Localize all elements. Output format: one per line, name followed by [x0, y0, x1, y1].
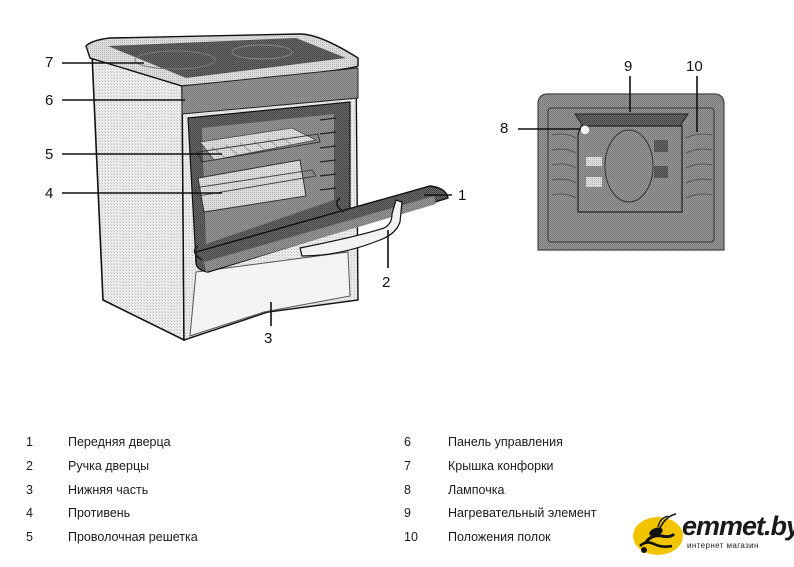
legend-item: 4 Противень — [26, 502, 198, 526]
control-panel — [181, 67, 359, 115]
legend-label: Положения полок — [448, 530, 551, 545]
callout-6: 6 — [45, 92, 54, 109]
legend-item: 9 Нагревательный элемент — [404, 502, 596, 526]
legend-label: Противень — [68, 506, 131, 521]
heating-element — [574, 113, 689, 127]
door-handle — [299, 199, 403, 257]
appliance-illustration — [62, 33, 725, 342]
legend-label: Нагревательный элемент — [448, 506, 597, 521]
legend-label: Лампочка — [448, 482, 505, 497]
oven-cavity-view — [537, 93, 725, 251]
legend-number: 7 — [404, 458, 411, 473]
callout-2: 2 — [382, 274, 391, 291]
legend-item: 8 Лампочка — [404, 479, 596, 503]
legend-number: 8 — [404, 482, 411, 497]
legend-item: 3 Нижняя часть — [26, 479, 198, 503]
hob-ring — [231, 44, 293, 60]
legend-number: 6 — [404, 435, 411, 449]
legend-item: 1 Передняя дверца — [26, 431, 198, 455]
legend-item: 2 Ручка дверцы — [26, 455, 198, 479]
shelf-runners — [319, 117, 337, 191]
legend-number: 4 — [26, 506, 33, 521]
fan-cover — [604, 129, 654, 203]
callout-9: 9 — [624, 58, 633, 75]
shelf-position-runners — [551, 133, 713, 199]
legend-label: Ручка дверцы — [68, 458, 150, 473]
hob-ring — [134, 50, 216, 70]
bee-mascot-icon — [633, 513, 683, 555]
legend-number: 10 — [404, 530, 418, 545]
callout-7: 7 — [45, 54, 54, 71]
wire-rack — [197, 127, 321, 163]
legend-right: 6 Панель управления 7 Крышка конфорки 8 Лам… — [404, 431, 596, 550]
diagram-stage: 7 6 5 4 1 2 3 8 9 10 — [45, 33, 725, 347]
legend-number: 3 — [26, 482, 33, 497]
side-panel — [91, 52, 185, 342]
emmet-logo-watermark: emmet.by интернет магазин — [632, 510, 794, 558]
legend-label: Передняя дверца — [68, 435, 171, 449]
callout-5: 5 — [45, 146, 54, 163]
callout-3: 3 — [264, 330, 273, 347]
legend-item: 6 Панель управления — [404, 431, 596, 455]
baking-tray — [193, 159, 317, 213]
legend-label: Крышка конфорки — [448, 458, 554, 473]
leader-lines — [62, 62, 698, 326]
legend-label: Проволочная решетка — [68, 530, 198, 545]
open-door — [193, 185, 449, 273]
legend-label: Нижняя часть — [68, 482, 149, 497]
legend-number: 9 — [404, 506, 411, 521]
vent-slot — [586, 157, 602, 166]
legend-left: 1 Передняя дверца 2 Ручка дверцы 3 Нижняя ч… — [26, 431, 198, 550]
vent-slot — [654, 166, 668, 178]
vent-slot — [586, 177, 602, 187]
legend-number: 5 — [26, 530, 33, 545]
logo-brand-text: emmet.by — [682, 511, 794, 541]
legend-number: 1 — [26, 435, 33, 449]
callout-8: 8 — [500, 120, 509, 137]
legend-number: 2 — [26, 458, 33, 473]
cooker-front-view — [85, 33, 449, 342]
oven-lamp — [580, 125, 590, 135]
legend-item: 7 Крышка конфорки — [404, 455, 596, 479]
legend-item: 5 Проволочная решетка — [26, 526, 198, 550]
callout-1: 1 — [458, 187, 467, 204]
legend-label: Панель управления — [448, 435, 563, 449]
vent-slot — [654, 140, 668, 152]
logo-tagline: интернет магазин — [687, 541, 759, 550]
legend-item: 10 Положения полок — [404, 526, 596, 550]
callout-4: 4 — [45, 185, 54, 202]
callout-10: 10 — [686, 58, 703, 75]
